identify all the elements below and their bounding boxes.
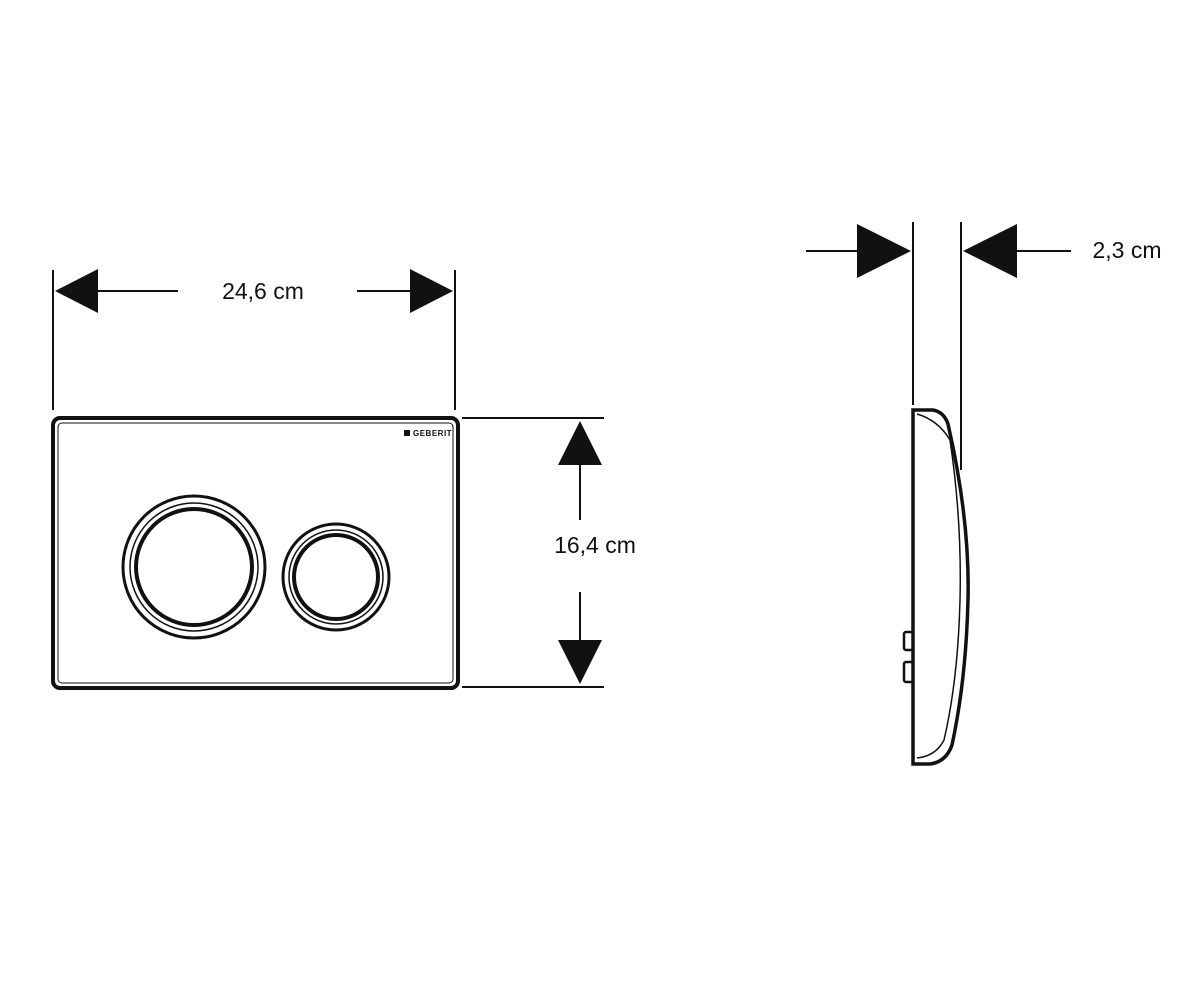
large-button-trim <box>129 502 259 632</box>
plate-inner-edge <box>57 422 454 684</box>
large-flush-button <box>121 494 267 640</box>
height-arrow-bottom <box>558 640 602 684</box>
logo-mark-icon <box>404 430 410 436</box>
width-arrow-left <box>55 269 98 313</box>
height-label: 16,4 cm <box>554 532 636 558</box>
small-button-outer-ring <box>281 522 391 632</box>
small-button-trim <box>288 529 384 625</box>
depth-dimension: 2,3 cm <box>806 222 1162 470</box>
height-dimension: 16,4 cm <box>462 417 636 688</box>
depth-arrow-left <box>857 224 911 278</box>
brand-logo: GEBERIT <box>404 429 452 438</box>
large-button-face <box>134 507 254 627</box>
mounting-clip-lower <box>902 660 915 684</box>
front-view: 24,6 cm GEBERIT 1 <box>51 269 636 690</box>
width-dimension: 24,6 cm <box>52 269 456 410</box>
side-view: 2,3 cm <box>806 222 1162 766</box>
mounting-clip-upper <box>902 630 915 652</box>
plate-outline <box>51 416 460 690</box>
large-button-outer-ring <box>121 494 267 640</box>
depth-arrow-right <box>963 224 1017 278</box>
depth-label: 2,3 cm <box>1092 237 1161 263</box>
width-label: 24,6 cm <box>222 278 304 304</box>
side-profile-inner-line <box>916 413 962 759</box>
logo-text: GEBERIT <box>413 429 452 438</box>
small-flush-button <box>281 522 391 632</box>
small-button-face <box>292 533 380 621</box>
mounting-clips <box>902 630 915 684</box>
width-arrow-right <box>410 269 453 313</box>
height-arrow-top <box>558 421 602 465</box>
side-profile-outline <box>911 408 970 766</box>
